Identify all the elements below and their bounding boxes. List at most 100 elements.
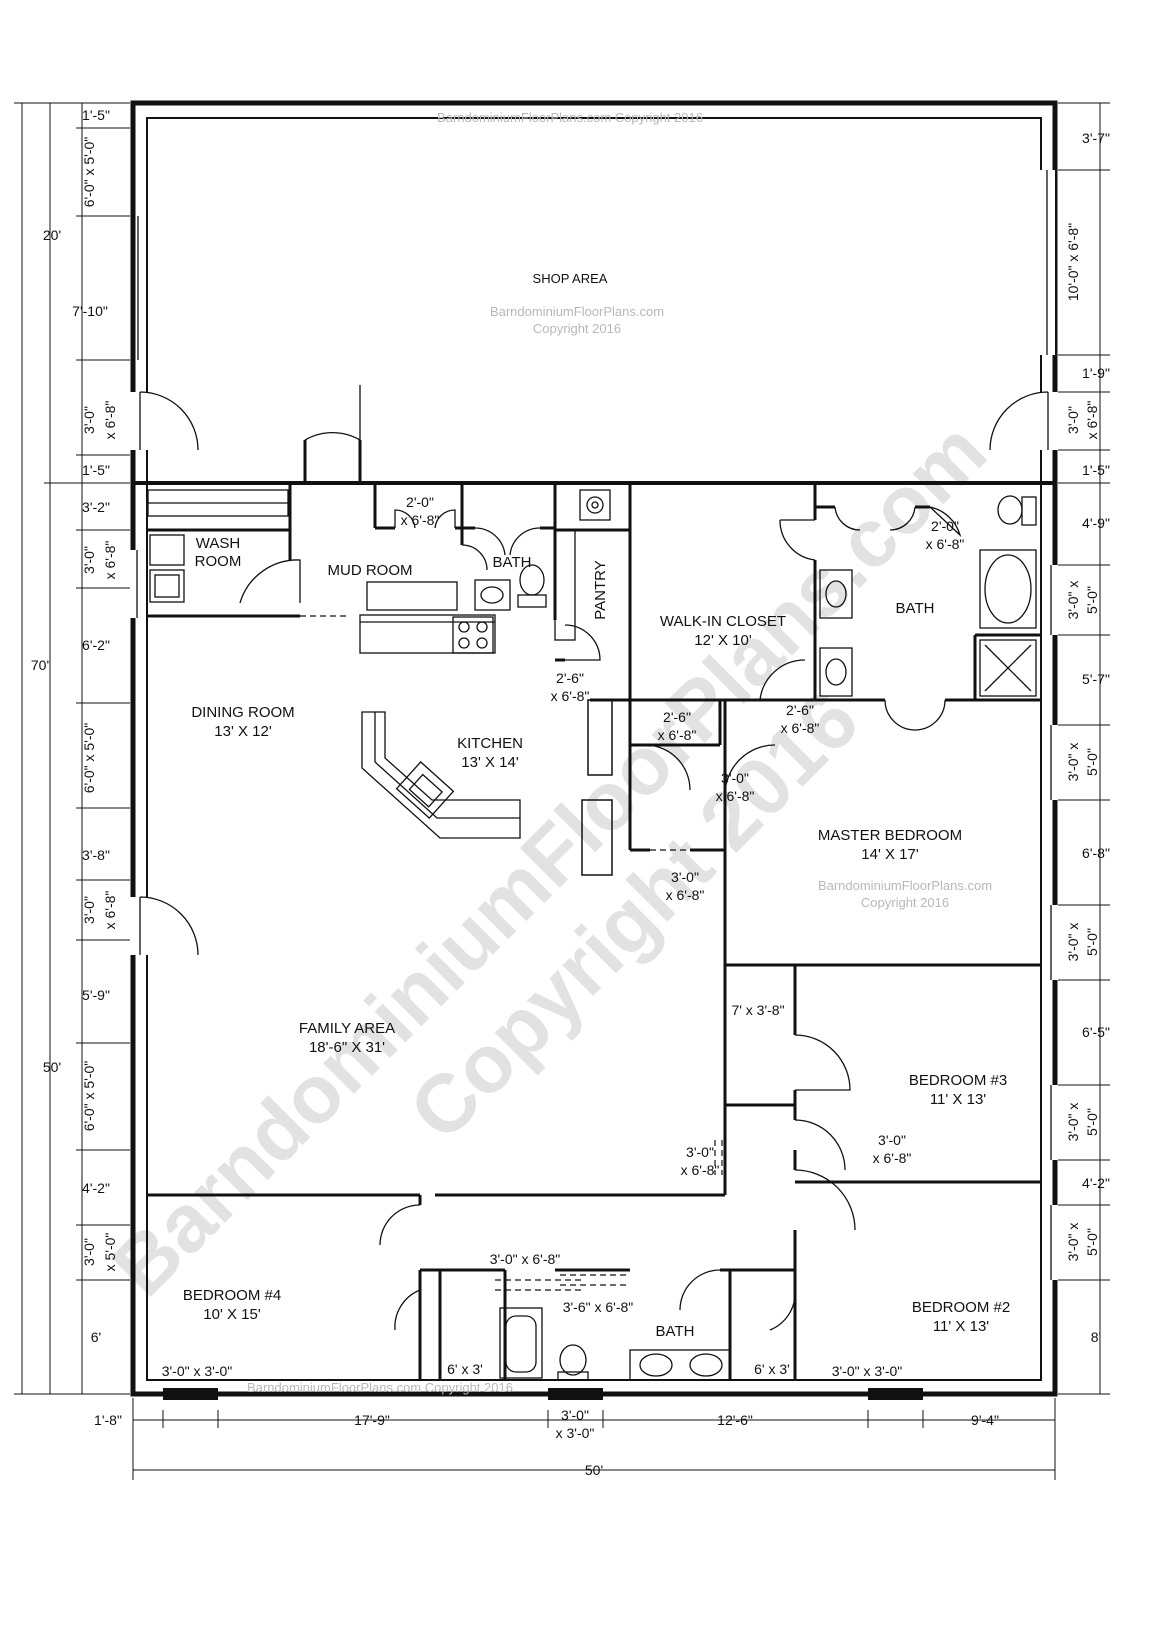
left-dim-s7a: 3'-0" (81, 546, 97, 574)
right-dim-r7a: 3'-0" x (1065, 581, 1081, 620)
wash-door (239, 559, 301, 604)
bedroom-3-label: BEDROOM #3 (909, 1072, 1007, 1089)
master-entry-dim-2: x 6'-8" (666, 887, 705, 903)
bedroom-4-size: 10' X 15' (203, 1306, 261, 1323)
shop-watermark-2: Copyright 2016 (533, 321, 621, 336)
master-watermark-1: BarndominiumFloorPlans.com (818, 878, 992, 893)
window-bed2-dim: 3'-0" x 3'-0" (832, 1363, 903, 1379)
closet-7x3-dim: 7' x 3'-8" (731, 1002, 784, 1018)
interior-walls (147, 440, 1041, 1380)
bottom-bath-label: BATH (656, 1323, 695, 1340)
small-bath-sink-icon (474, 579, 511, 611)
left-dim-s11a: 3'-0" (81, 896, 97, 924)
left-dim-s13: 6'-0" x 5'-0" (81, 1061, 97, 1132)
pantry-door (564, 624, 601, 661)
left-dim-s11b: x 6'-8" (102, 891, 118, 930)
bedroom-3-size: 11' X 13' (930, 1091, 986, 1108)
right-dim-r13a: 3'-0" x (1065, 1103, 1081, 1142)
window-bed4-dim: 3'-0" x 3'-0" (162, 1363, 233, 1379)
stove-icon (452, 616, 494, 654)
island-sink-icon (395, 760, 455, 820)
master-toilet-icon (997, 495, 1023, 525)
master-bedroom-label: MASTER BEDROOM (818, 827, 962, 844)
mud-room-label: MUD ROOM (328, 562, 413, 579)
closet-door-dim-1: 2'-6" (786, 702, 814, 718)
right-dim-r8: 5'-7" (1082, 671, 1110, 687)
top-watermark: BarndominiumFloorPlans.com Copyright 201… (437, 110, 703, 125)
closet-6x3-right-dim: 6' x 3' (754, 1361, 790, 1377)
bed3-door-dim-1: 3'-0" (878, 1132, 906, 1148)
closet-door-dim-2: x 6'-8" (781, 720, 820, 736)
left-dim-s4a: 3'-0" (81, 406, 97, 434)
right-dim-r15b: 5'-0" (1084, 1228, 1100, 1256)
bottom-dim-total: 50' (585, 1462, 603, 1478)
interior-dimension-labels: 2'-0" x 6'-8" 2'-0" x 6'-8" 2'-6" x 6'-8… (162, 494, 965, 1379)
dryer-icon (149, 569, 185, 603)
mud-closet-dim-1: 2'-0" (406, 494, 434, 510)
bottom-dim-b2: 17'-9" (354, 1412, 390, 1428)
left-dim-s6: 3'-2" (82, 499, 110, 515)
mud-closet-dim-2: x 6'-8" (401, 512, 440, 528)
right-dim-r16: 8' (1091, 1329, 1101, 1345)
left-dim-s8: 6'-2" (82, 637, 110, 653)
hall-door-dim-1: 3'-0" (721, 770, 749, 786)
left-dim-s4b: x 6'-8" (102, 401, 118, 440)
bottom-dim-b1: 1'-8" (94, 1412, 122, 1428)
master-bedroom-size: 14' X 17' (861, 846, 919, 863)
linen-door-dim-1: 2'-6" (663, 709, 691, 725)
shop-area-label: SHOP AREA (533, 271, 608, 286)
linen-door-dim-2: x 6'-8" (658, 727, 697, 743)
master-sink-1-icon (819, 569, 853, 619)
master-sink-2-icon (819, 647, 853, 697)
left-dim-s15a: 3'-0" (81, 1238, 97, 1266)
wash-room-label-1: WASH (196, 535, 240, 552)
left-dim-s2: 6'-0" x 5'-0" (81, 137, 97, 208)
right-dim-r9a: 3'-0" x (1065, 743, 1081, 782)
right-dim-r4b: x 6'-8" (1084, 401, 1100, 440)
closet-6x3-left-dim: 6' x 3' (447, 1361, 483, 1377)
right-dim-r2: 10'-0" x 6'-8" (1065, 223, 1081, 301)
master-shower-icon (979, 639, 1037, 697)
right-dim-r13b: 5'-0" (1084, 1108, 1100, 1136)
interior-doors (239, 385, 962, 1331)
walk-in-closet-size: 12' X 10' (694, 632, 752, 649)
left-upper-dim: 20' (43, 227, 61, 243)
bottom-dimension-labels: 1'-8" 17'-9" 3'-0" x 3'-0" 12'-6" 9'-4" … (94, 1407, 999, 1478)
bottom-bath-tub-icon (499, 1307, 543, 1379)
exterior-openings (128, 170, 1060, 1400)
dining-room-size: 13' X 12' (214, 723, 272, 740)
master-bath-door-dim-2: x 6'-8" (926, 536, 965, 552)
bottom-dim-b4: 12'-6" (717, 1412, 753, 1428)
left-dim-s5: 1'-5" (82, 462, 110, 478)
small-bath-label: BATH (493, 554, 532, 571)
right-dim-r11a: 3'-0" x (1065, 923, 1081, 962)
wash-room-label-2: ROOM (195, 553, 242, 570)
exterior-walls (130, 100, 1058, 1397)
pantry-door-dim-2: x 6'-8" (551, 688, 590, 704)
bottom-dim-b3b: x 3'-0" (556, 1425, 595, 1441)
right-dim-r1: 3'-7" (1082, 130, 1110, 146)
mud-bench (366, 581, 458, 611)
bottom-bath-door-dim: 3'-6" x 6'-8" (563, 1299, 634, 1315)
hall-door-dim-2: x 6'-8" (716, 788, 755, 804)
bottom-dim-b5: 9'-4" (971, 1412, 999, 1428)
left-dim-s15b: x 5'-0" (102, 1233, 118, 1272)
pantry-door-dim-1: 2'-6" (556, 670, 584, 686)
dimension-lines (14, 102, 1110, 1480)
left-dim-s3: 7'-10" (72, 303, 108, 319)
left-dim-s1: 1'-5" (82, 107, 110, 123)
left-lower-dim: 50' (43, 1059, 61, 1075)
right-dim-r9b: 5'-0" (1084, 748, 1100, 776)
bedroom-2-size: 11' X 13' (933, 1318, 989, 1335)
master-entry-dim-1: 3'-0" (671, 869, 699, 885)
left-dim-s12: 5'-9" (82, 987, 110, 1003)
left-dim-s9: 6'-0" x 5'-0" (81, 723, 97, 794)
bottom-bath-vanity-icon (629, 1349, 731, 1381)
right-dimension-labels: 3'-7" 10'-0" x 6'-8" 1'-9" 3'-0" x 6'-8"… (1065, 130, 1110, 1345)
family-opening-dim-1: 3'-0" (686, 1144, 714, 1160)
fixtures (147, 489, 1037, 1381)
right-dim-r10: 6'-8" (1082, 845, 1110, 861)
family-opening-dim-2: x 6'-8" (681, 1162, 720, 1178)
left-dim-s14: 4'-2" (82, 1180, 110, 1196)
